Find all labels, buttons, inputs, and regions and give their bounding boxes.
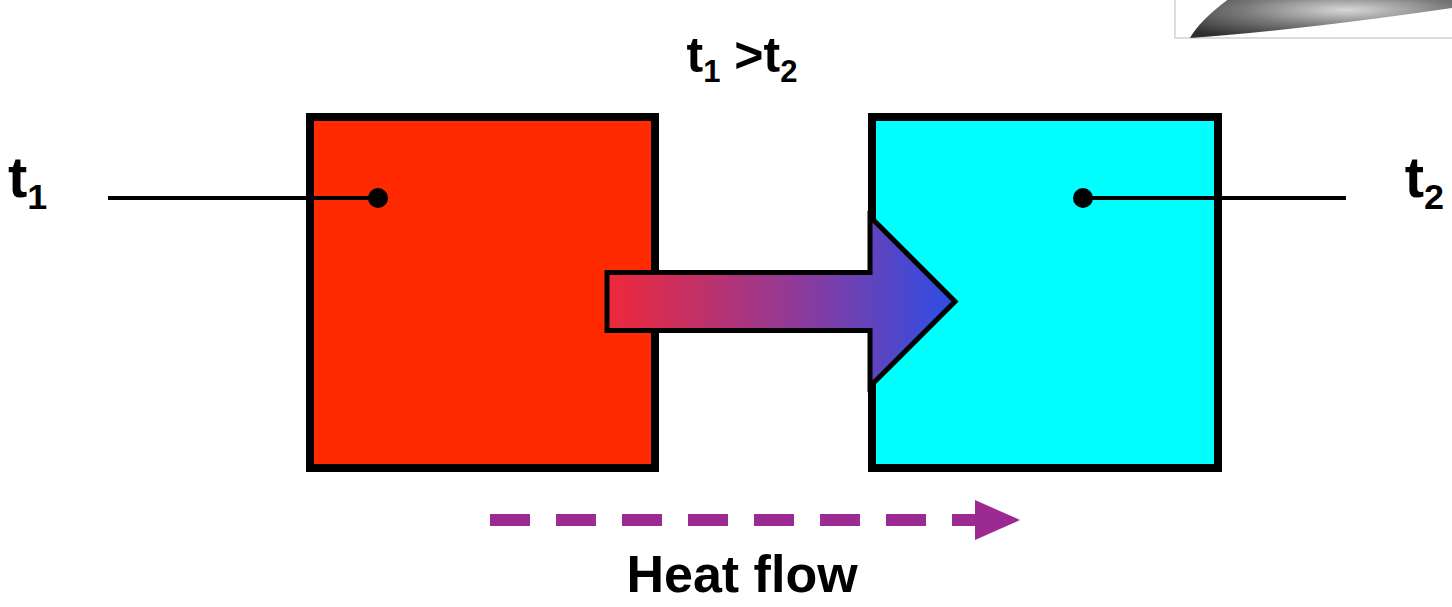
probe-dot bbox=[1073, 188, 1093, 208]
photo-fragment bbox=[1175, 0, 1452, 38]
probe-dot bbox=[368, 188, 388, 208]
leader-line bbox=[1090, 196, 1346, 200]
temperature-block: t1 bbox=[306, 113, 659, 472]
title: t1 >t2 bbox=[687, 30, 798, 80]
temperature-label: t2 bbox=[1405, 148, 1444, 206]
block-fill bbox=[872, 117, 1218, 468]
heat-arrow bbox=[607, 217, 955, 387]
flow-label: Heat flow bbox=[626, 548, 857, 600]
block-fill bbox=[310, 117, 655, 468]
temperature-block: t2 bbox=[868, 113, 1222, 472]
dashed-arrow bbox=[490, 500, 1020, 540]
temperature-label: t1 bbox=[8, 148, 47, 206]
leader-line bbox=[108, 196, 372, 200]
